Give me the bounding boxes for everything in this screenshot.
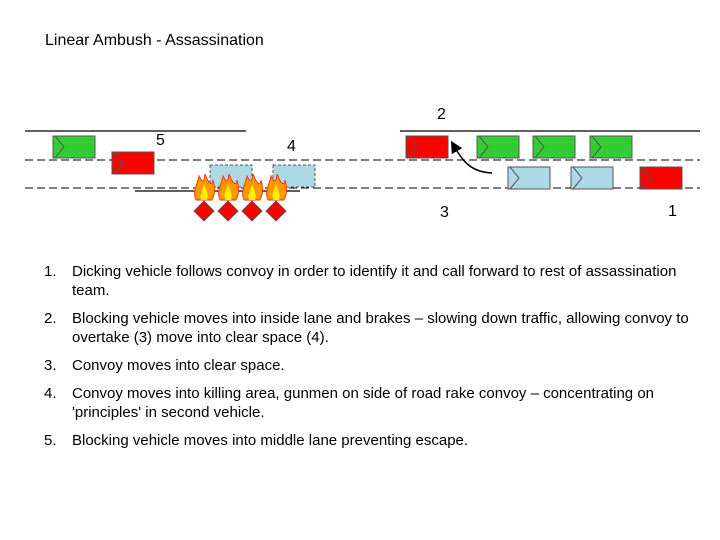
list-item: 2. Blocking vehicle moves into inside la… <box>40 309 690 347</box>
label-2: 2 <box>437 106 446 123</box>
label-4: 4 <box>287 138 296 155</box>
label-3: 3 <box>440 204 449 221</box>
step-text: Blocking vehicle moves into inside lane … <box>72 310 689 346</box>
step-number: 3. <box>44 357 57 374</box>
dicking-vehicle-1 <box>639 166 683 190</box>
traffic-vehicle <box>589 135 633 159</box>
step-text: Blocking vehicle moves into middle lane … <box>72 432 469 449</box>
steps-list: 1. Dicking vehicle follows convoy in ord… <box>40 262 690 459</box>
convoy-vehicle-killing-area <box>272 164 316 188</box>
traffic-vehicle <box>532 135 576 159</box>
step-text: Convoy moves into clear space. <box>72 357 285 374</box>
step-number: 4. <box>44 385 57 402</box>
gunman-marker <box>241 200 263 222</box>
ambush-diagram: 2 5 4 3 1 <box>25 106 700 222</box>
gunman-marker <box>217 200 239 222</box>
step-number: 2. <box>44 310 57 327</box>
step-number: 5. <box>44 432 57 449</box>
traffic-vehicle <box>476 135 520 159</box>
label-1: 1 <box>668 203 677 220</box>
blocking-vehicle-2 <box>405 135 449 159</box>
step-number: 1. <box>44 263 57 280</box>
blocking-vehicle-5 <box>111 151 155 175</box>
list-item: 4. Convoy moves into killing area, gunme… <box>40 384 690 422</box>
gunman-marker <box>265 200 287 222</box>
gunman-marker <box>193 200 215 222</box>
convoy-vehicle <box>507 166 551 190</box>
list-item: 5. Blocking vehicle moves into middle la… <box>40 431 690 450</box>
convoy-vehicle <box>570 166 614 190</box>
step-text: Convoy moves into killing area, gunmen o… <box>72 385 655 421</box>
list-item: 3. Convoy moves into clear space. <box>40 356 690 375</box>
overtake-arrow <box>451 140 493 174</box>
traffic-vehicle <box>52 135 96 159</box>
diagram-title: Linear Ambush - Assassination <box>45 32 264 49</box>
step-text: Dicking vehicle follows convoy in order … <box>72 263 677 299</box>
list-item: 1. Dicking vehicle follows convoy in ord… <box>40 262 690 300</box>
label-5: 5 <box>156 132 165 149</box>
